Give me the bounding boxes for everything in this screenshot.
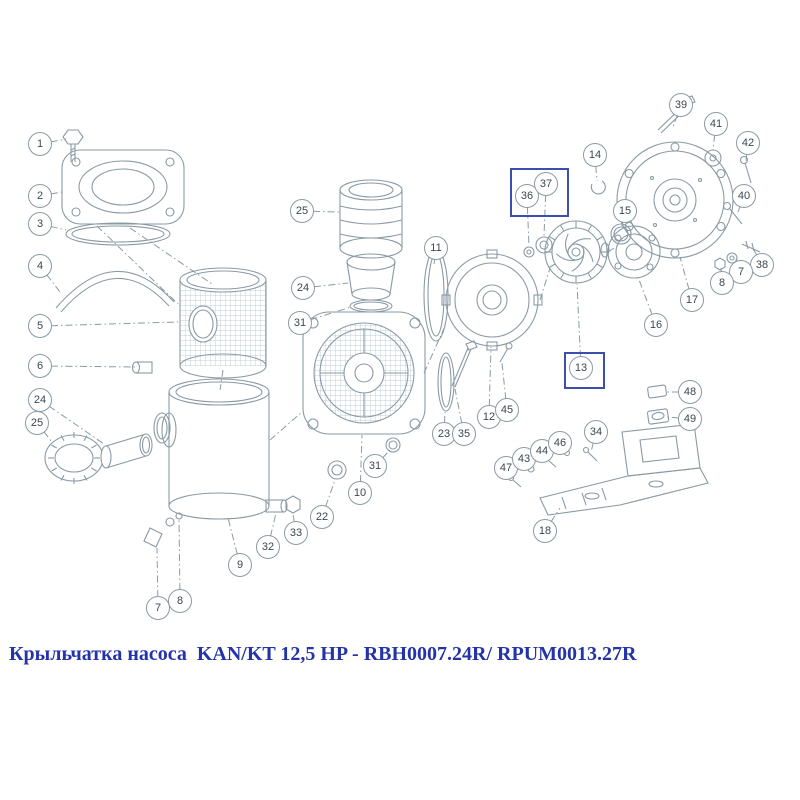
callout-25: 25 — [290, 199, 314, 223]
pump-tank-drawing — [143, 378, 347, 548]
callout-3: 3 — [28, 212, 52, 236]
callout-24: 24 — [291, 276, 315, 300]
mechanical-seal-drawing — [523, 236, 553, 258]
callout-8: 8 — [710, 271, 734, 295]
motor-bracket-drawing — [539, 384, 709, 516]
bolt-35-drawing — [451, 340, 478, 388]
callout-25: 25 — [25, 411, 49, 435]
callout-31: 31 — [363, 454, 387, 478]
callout-22: 22 — [310, 505, 334, 529]
callout-5: 5 — [28, 314, 52, 338]
callout-48: 48 — [678, 380, 702, 404]
callout-14: 14 — [583, 143, 607, 167]
callout-42: 42 — [736, 131, 760, 155]
callout-40: 40 — [732, 184, 756, 208]
callout-32: 32 — [256, 535, 280, 559]
callout-37: 37 — [534, 172, 558, 196]
callout-11: 11 — [424, 236, 448, 260]
motor-flange-drawing — [616, 141, 734, 259]
construction-lines — [96, 225, 621, 441]
callout-7: 7 — [146, 596, 170, 620]
callout-44: 44 — [530, 439, 554, 463]
callout-16: 16 — [644, 313, 668, 337]
callout-41: 41 — [704, 112, 728, 136]
callout-34: 34 — [584, 420, 608, 444]
callout-13: 13 — [569, 356, 593, 380]
callout-35: 35 — [452, 422, 476, 446]
callout-4: 4 — [28, 254, 52, 278]
highlight-box-13 — [564, 352, 605, 389]
impeller-drawing — [544, 220, 610, 284]
lid-assembly-drawing — [55, 129, 185, 313]
callout-6: 6 — [28, 354, 52, 378]
highlight-box-36-37 — [510, 168, 569, 217]
callout-1: 1 — [28, 132, 52, 156]
diffuser-drawing — [441, 249, 543, 363]
callout-39: 39 — [669, 93, 693, 117]
strainer-basket-drawing — [179, 267, 267, 379]
callout-33: 33 — [284, 521, 308, 545]
pump-casing-drawing — [302, 311, 426, 435]
side-plug-drawing — [131, 361, 153, 374]
callout-31: 31 — [288, 311, 312, 335]
callout-8: 8 — [168, 589, 192, 613]
callout-9: 9 — [228, 553, 252, 577]
callout-10: 10 — [348, 481, 372, 505]
callout-2: 2 — [28, 184, 52, 208]
callout-45: 45 — [495, 398, 519, 422]
union-top-drawing — [339, 179, 403, 313]
callout-15: 15 — [613, 199, 637, 223]
seal-plate-drawing — [607, 225, 661, 279]
callout-17: 17 — [680, 288, 704, 312]
callout-46: 46 — [548, 431, 572, 455]
callout-49: 49 — [678, 407, 702, 431]
callout-24: 24 — [28, 388, 52, 412]
callout-38: 38 — [750, 253, 774, 277]
union-left-drawing — [44, 412, 171, 484]
callout-18: 18 — [533, 519, 557, 543]
diagram-caption: Крыльчатка насоса KAN/KT 12,5 HP - RBH00… — [9, 643, 637, 665]
